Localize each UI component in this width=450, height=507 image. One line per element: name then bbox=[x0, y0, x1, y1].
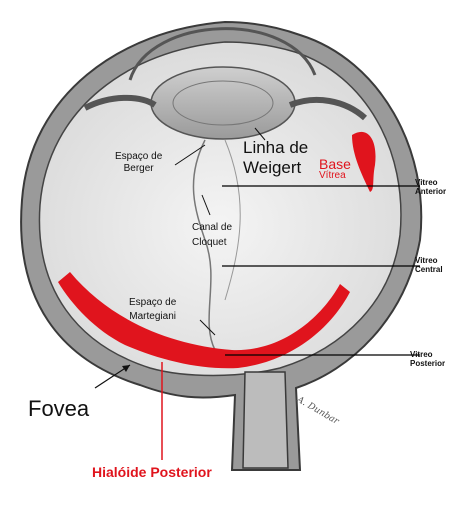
label-vitreo-anterior: Vitreo Anterior bbox=[415, 178, 446, 196]
label-linha-de-weigert: Linha de Weigert bbox=[243, 138, 308, 178]
label-hialoide-posterior: Hialóide Posterior bbox=[92, 465, 212, 479]
optic-nerve bbox=[243, 372, 288, 468]
label-espaco-de-martegiani: Espaço de Martegiani bbox=[129, 296, 176, 324]
label-fovea: Fovea bbox=[28, 398, 89, 420]
label-vitreo-posterior: Vitreo Posterior bbox=[410, 350, 445, 368]
label-canal-de-cloquet: Canal de Cloquet bbox=[192, 220, 232, 250]
label-vitrea: Vítrea bbox=[319, 171, 346, 181]
label-base: Base bbox=[319, 157, 351, 171]
label-vitreo-central: Vitreo Central bbox=[415, 256, 443, 274]
label-espaco-de-berger: Espaço de Berger bbox=[115, 151, 162, 175]
